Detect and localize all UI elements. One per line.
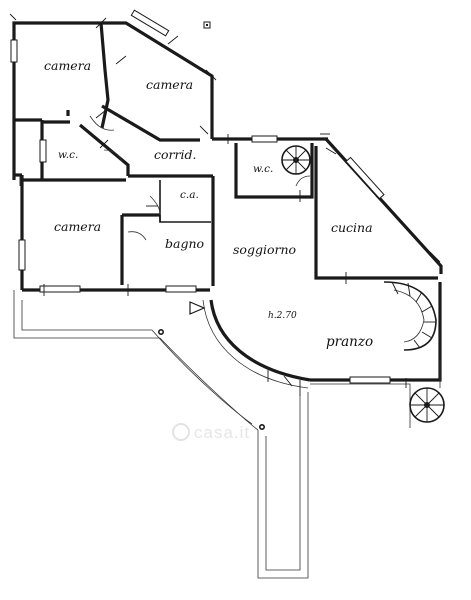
- ceiling-height-note: h.2.70: [268, 311, 297, 321]
- north-marker: [203, 21, 211, 29]
- watermark: casa.it: [172, 423, 250, 442]
- room-label-wc-2: w.c.: [253, 163, 273, 175]
- spiral-stair-pranzo: [383, 281, 437, 351]
- room-label-cucina: cucina: [331, 220, 373, 235]
- terrace-outline: [13, 290, 441, 579]
- spiral-stair-wc: [281, 145, 311, 175]
- interior-walls: [14, 22, 438, 286]
- room-label-camera-2: camera: [146, 77, 193, 92]
- door-swings: [89, 115, 311, 241]
- curved-wall: [202, 282, 442, 389]
- windows: [10, 9, 391, 384]
- watermark-text: casa.it: [194, 423, 250, 442]
- room-label-corridoio: corrid.: [154, 147, 196, 162]
- entry-arrow: [189, 301, 206, 315]
- room-label-camera-1: camera: [44, 58, 91, 73]
- survey-points: [158, 328, 265, 430]
- room-label-pranzo: pranzo: [326, 334, 373, 350]
- room-label-ca: c.a.: [180, 189, 199, 201]
- wall-ticks: [9, 13, 441, 396]
- room-label-camera-3: camera: [54, 219, 101, 234]
- room-label-wc-1: w.c.: [58, 149, 78, 161]
- spiral-stair-exterior: [409, 387, 445, 423]
- room-label-soggiorno: soggiorno: [233, 242, 296, 257]
- room-label-bagno: bagno: [165, 236, 204, 251]
